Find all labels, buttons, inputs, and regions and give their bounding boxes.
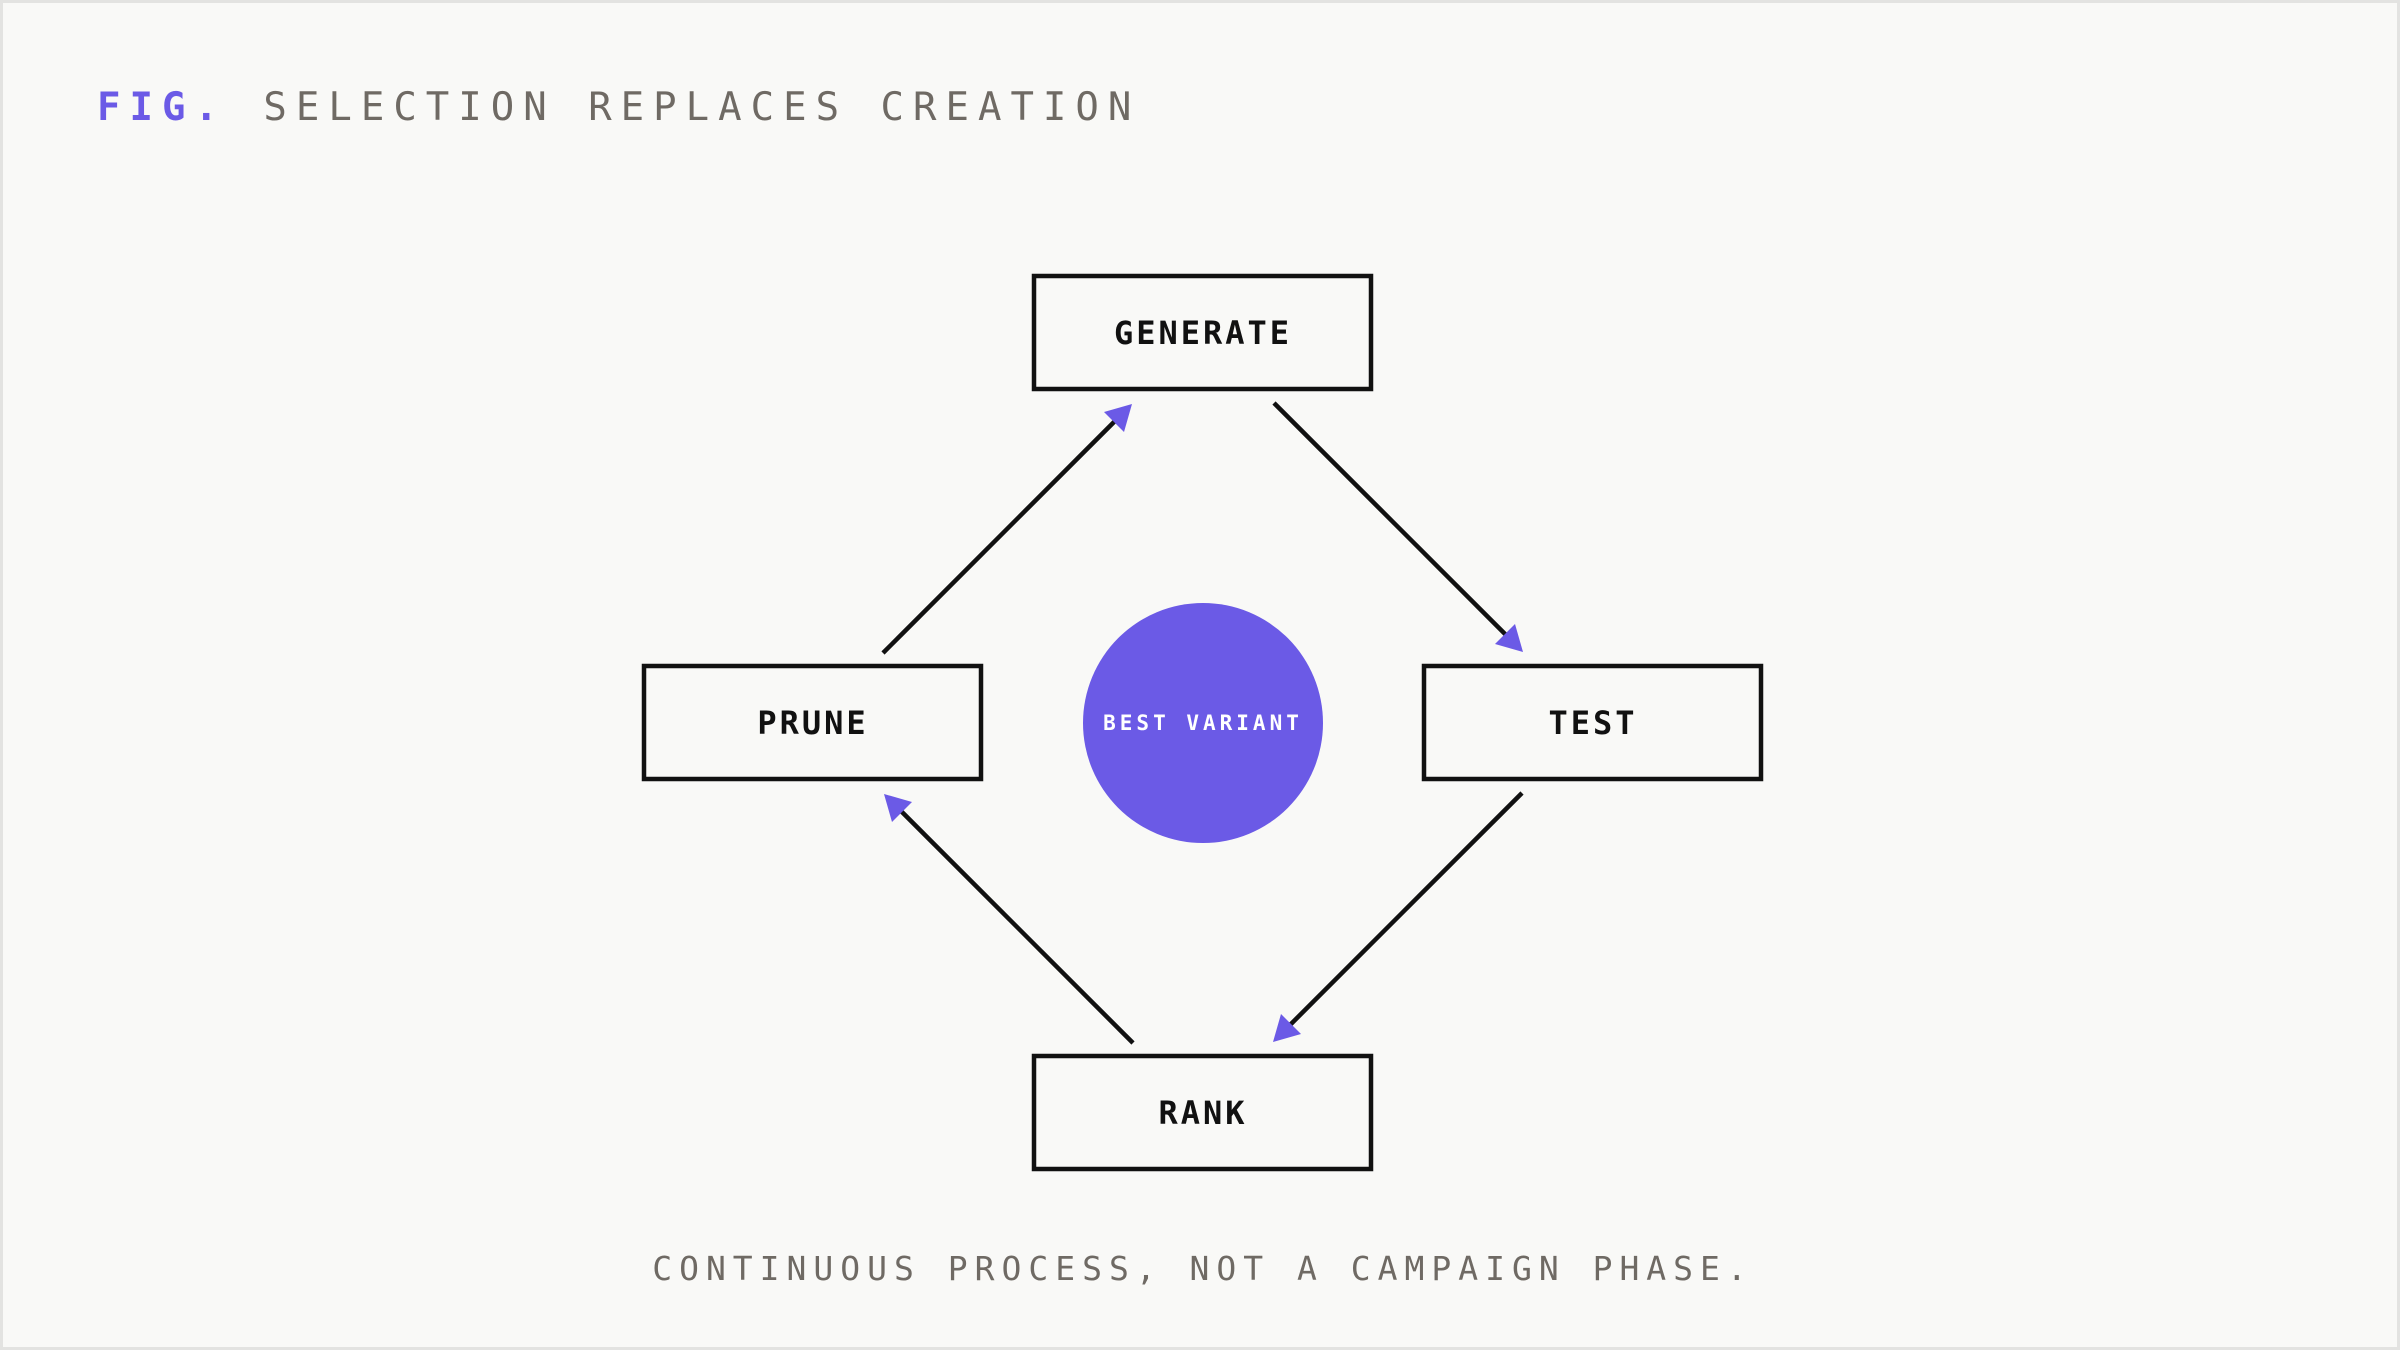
node-label-rank: RANK (1158, 1094, 1247, 1132)
edge-line (1287, 791, 1524, 1028)
cycle-diagram: GENERATE TEST RANK PRUNE BEST VARIANT (641, 273, 1764, 1172)
edge-line (1272, 401, 1509, 638)
node-rank: RANK (1031, 1053, 1374, 1172)
node-label-generate: GENERATE (1114, 314, 1292, 352)
node-box (1031, 1053, 1374, 1172)
center-circle (1083, 603, 1323, 843)
edge-prune-to-generate (881, 404, 1132, 655)
node-test: TEST (1421, 663, 1764, 782)
node-label-test: TEST (1548, 704, 1637, 742)
figure-title: FIG. SELECTION REPLACES CREATION (97, 85, 1140, 130)
node-box (1421, 663, 1764, 782)
arrow-head-icon (1495, 624, 1523, 652)
node-label-prune: PRUNE (757, 704, 868, 742)
center-hub: BEST VARIANT (1083, 603, 1323, 843)
node-box (641, 663, 984, 782)
node-prune: PRUNE (641, 663, 984, 782)
node-box (1031, 273, 1374, 392)
arrow-head-icon (1104, 404, 1132, 432)
edge-generate-to-test (1272, 401, 1523, 652)
arrow-head-icon (1273, 1014, 1301, 1042)
arrow-head-icon (884, 794, 912, 822)
edge-line (898, 808, 1135, 1045)
edge-line (881, 418, 1118, 655)
figure-title-text: SELECTION REPLACES CREATION (263, 85, 1141, 130)
edge-rank-to-prune (884, 794, 1135, 1045)
figure-caption: CONTINUOUS PROCESS, NOT A CAMPAIGN PHASE… (652, 1249, 1754, 1288)
edge-test-to-rank (1273, 791, 1524, 1042)
center-label: BEST VARIANT (1103, 711, 1303, 735)
figure-label: FIG. (97, 85, 227, 130)
node-generate: GENERATE (1031, 273, 1374, 392)
